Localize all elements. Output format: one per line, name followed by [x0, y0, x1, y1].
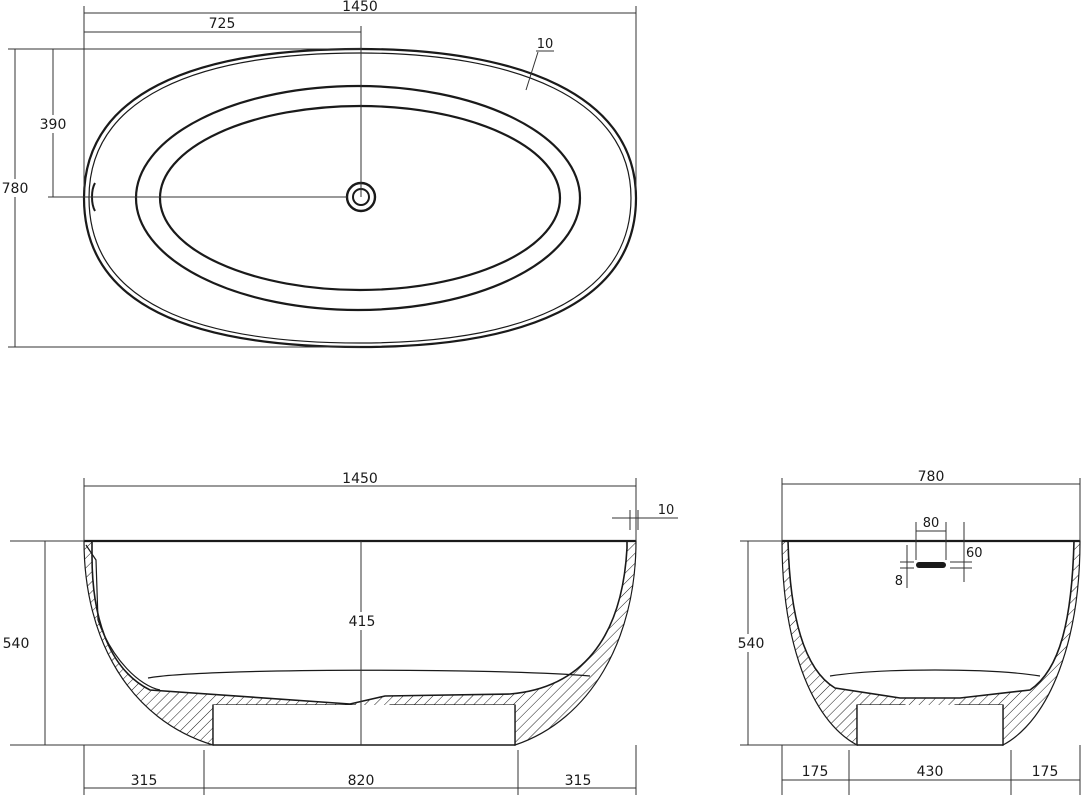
label-bg [346, 612, 378, 630]
top-bowl-edge [134, 84, 582, 312]
dim-top-width: 1450 [342, 0, 378, 15]
dim-side-rim: 10 [658, 503, 675, 518]
top-view: 1450 725 780 390 10 [2, 0, 638, 349]
rim-leader [525, 51, 539, 91]
dim-top-half-width: 725 [209, 16, 236, 32]
dim-side-width: 1450 [342, 471, 378, 487]
label-bg [2, 179, 30, 197]
dim-side-left-foot: 315 [131, 773, 158, 789]
end-pedestal [856, 705, 1004, 746]
dim-end-overflow-height: 60 [966, 546, 983, 561]
side-floor-line [147, 669, 591, 679]
end-overflow-slot [916, 562, 946, 568]
dim-end-width: 780 [918, 469, 945, 485]
dim-end-right-foot: 175 [1032, 764, 1059, 780]
dim-top-rim: 10 [537, 37, 554, 52]
dim-end-overflow-slot: 8 [895, 574, 903, 589]
side-pedestal [212, 705, 516, 746]
label-bg [736, 634, 766, 652]
side-view: 1450 10 540 415 315 820 315 [3, 471, 678, 795]
top-bowl-floor [158, 104, 562, 292]
dim-top-height: 780 [2, 181, 29, 197]
side-overflow-pipe [85, 544, 161, 691]
end-interior [787, 540, 1075, 699]
dim-side-height: 540 [3, 636, 30, 652]
dim-top-half-height: 390 [40, 117, 67, 133]
dim-end-overflow-width: 80 [923, 516, 940, 531]
dim-end-height: 540 [738, 636, 765, 652]
dim-side-inner-depth: 415 [349, 614, 376, 630]
label-bg [38, 115, 70, 133]
top-rim-inner-edge [88, 52, 632, 344]
dim-side-right-foot: 315 [565, 773, 592, 789]
end-view: 780 80 60 8 540 175 430 175 [736, 469, 1081, 795]
dim-end-left-foot: 175 [802, 764, 829, 780]
end-floor-line [829, 669, 1041, 677]
dim-end-base: 430 [917, 764, 944, 780]
dim-side-base: 820 [348, 773, 375, 789]
